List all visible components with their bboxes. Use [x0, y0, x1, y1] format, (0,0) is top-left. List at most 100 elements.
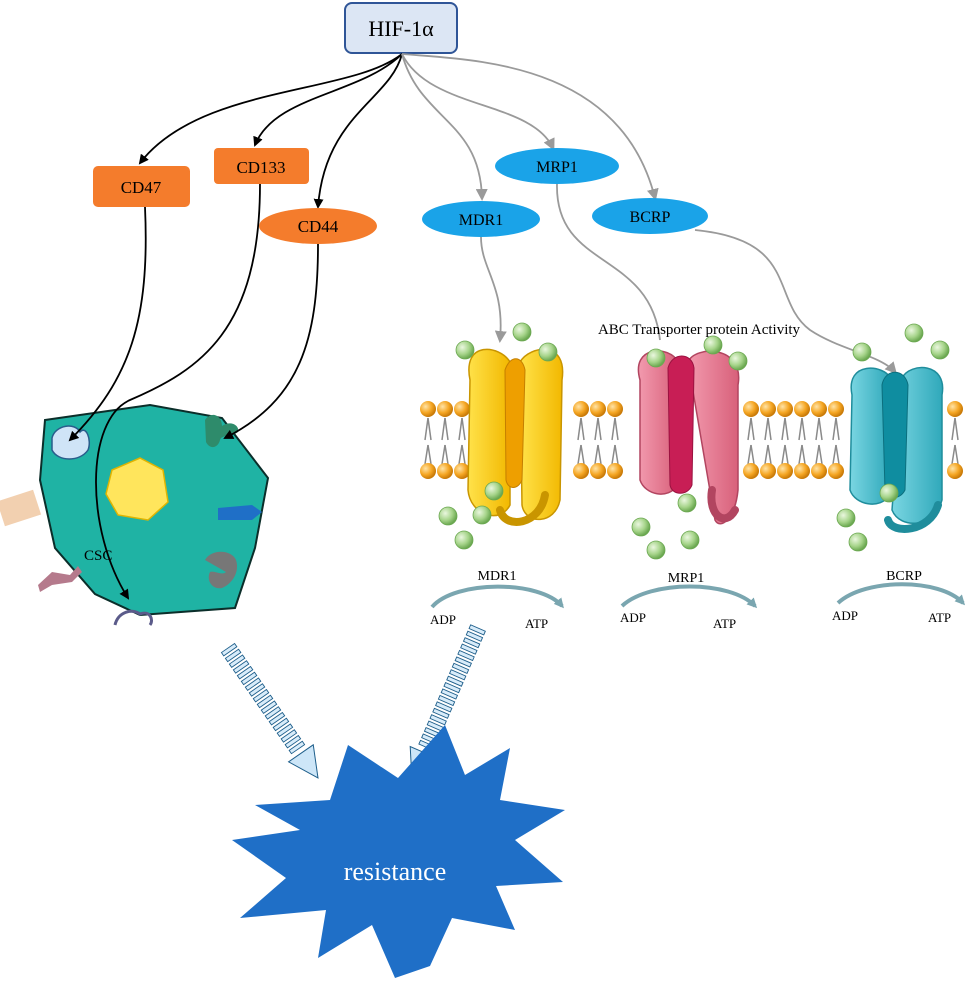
- csc-to-resistance-arrow: [220, 642, 319, 779]
- substrate-ball: [438, 506, 458, 526]
- lipid-head: [947, 463, 963, 479]
- lipid-head: [760, 463, 776, 479]
- substrate-ball: [455, 340, 475, 360]
- cd44-receptor-icon: [205, 414, 239, 448]
- lipid-head: [947, 401, 963, 417]
- marker-to-cell-arrows: [68, 183, 319, 600]
- lipid-bilayer: [420, 401, 963, 479]
- cd47-receptor-icon: [51, 425, 91, 460]
- substrate-ball: [728, 351, 748, 371]
- lipid-head: [777, 401, 793, 417]
- transporter-arrows: [401, 53, 659, 201]
- arrow-to-cd47: [138, 53, 403, 165]
- hif1a-node: HIF-1α: [344, 2, 458, 54]
- pump-mdr1: [467, 348, 564, 526]
- lipid-head: [811, 463, 827, 479]
- lipid-head: [828, 401, 844, 417]
- lipid-head: [454, 401, 470, 417]
- mrp1-label: MRP1: [536, 159, 578, 176]
- arrow-to-mdr1: [401, 53, 488, 201]
- lipid-head: [420, 401, 436, 417]
- y-receptor-icon: [38, 566, 82, 592]
- marker-arrows: [138, 53, 403, 209]
- cycle-bcrp: BCRP ADP ATP: [832, 569, 966, 625]
- nucleus: [105, 457, 169, 521]
- lipid-head: [590, 463, 606, 479]
- lipid-head: [573, 463, 589, 479]
- cycle-bcrp-atp: ATP: [928, 610, 951, 625]
- cycle-bcrp-adp: ADP: [832, 608, 858, 623]
- cycle-mrp1-title: MRP1: [668, 571, 705, 586]
- cycle-mdr1: MDR1 ADP ATP: [430, 569, 564, 631]
- substrate-ball: [677, 493, 697, 513]
- lipid-head: [794, 463, 810, 479]
- lipid-head: [420, 463, 436, 479]
- starburst-shape: [232, 725, 565, 978]
- bottom-receptor-icon: [113, 609, 154, 626]
- cycle-mrp1-atp: ATP: [713, 616, 736, 631]
- marker-cd47: CD47: [93, 166, 190, 207]
- substrate-ball: [472, 505, 492, 525]
- lipid-head: [743, 463, 759, 479]
- resistance-label: resistance: [344, 857, 447, 886]
- lipid-head: [590, 401, 606, 417]
- substrate-ball: [680, 530, 700, 550]
- lipid-head: [607, 401, 623, 417]
- cycle-mrp1-adp: ADP: [620, 610, 646, 625]
- substrate-ball: [646, 348, 666, 368]
- bcrp-label: BCRP: [630, 209, 671, 226]
- arrow-to-bcrp: [401, 53, 659, 201]
- cycle-bcrp-title: BCRP: [886, 569, 922, 584]
- substrate-ball: [879, 483, 899, 503]
- ligand-rect-icon: [0, 489, 42, 527]
- cycle-mdr1-title: MDR1: [478, 569, 517, 584]
- hif1a-label: HIF-1α: [368, 16, 434, 41]
- substrate-ball: [848, 532, 868, 552]
- lipid-head: [454, 463, 470, 479]
- substrate-ball: [703, 335, 723, 355]
- substrate-ball: [631, 517, 651, 537]
- substrate-ball: [646, 540, 666, 560]
- lipid-head: [760, 401, 776, 417]
- cd133-label: CD133: [236, 158, 285, 177]
- lipid-head: [828, 463, 844, 479]
- substrate-ball: [836, 508, 856, 528]
- pump-bcrp: [849, 366, 944, 533]
- arrow-mrp1-to-pump: [556, 183, 661, 341]
- substrate-ball: [904, 323, 924, 343]
- lipid-head: [437, 401, 453, 417]
- membrane-title: ABC Transporter protein Activity: [598, 322, 801, 338]
- cd47-label: CD47: [121, 178, 162, 197]
- substrate-ball: [852, 342, 872, 362]
- resistance-starburst: resistance: [232, 725, 565, 978]
- arrow-cd133-to-cell: [95, 183, 261, 600]
- lipid-head: [777, 463, 793, 479]
- cycle-mdr1-adp: ADP: [430, 612, 456, 627]
- transporter-mrp1: MRP1: [495, 148, 619, 184]
- gray-receptor-icon: [205, 551, 238, 589]
- arrow-to-cd133: [253, 53, 403, 147]
- substrate-molecules: [438, 322, 950, 560]
- substrate-ball: [930, 340, 950, 360]
- arrow-cd47-to-cell: [68, 206, 147, 442]
- substrate-ball: [538, 342, 558, 362]
- transporter-mdr1: MDR1: [422, 201, 540, 237]
- lipid-head: [794, 401, 810, 417]
- lipid-head: [607, 463, 623, 479]
- blue-arrow-receptor-icon: [218, 505, 262, 520]
- pump-mrp1: [637, 350, 740, 525]
- mdr1-label: MDR1: [459, 212, 503, 229]
- transporter-bcrp: BCRP: [592, 198, 708, 234]
- cycle-mrp1: MRP1 ADP ATP: [620, 571, 758, 631]
- lipid-head: [437, 463, 453, 479]
- cancer-stem-cell: CSC: [0, 403, 270, 626]
- substrate-ball: [484, 481, 504, 501]
- marker-cd133: CD133: [214, 148, 309, 184]
- lipid-head: [573, 401, 589, 417]
- hif1a-box: [344, 2, 458, 54]
- arrow-mdr1-to-pump: [480, 236, 507, 343]
- cell-label: CSC: [84, 548, 112, 564]
- substrate-ball: [454, 530, 474, 550]
- marker-cd44: CD44: [259, 208, 377, 244]
